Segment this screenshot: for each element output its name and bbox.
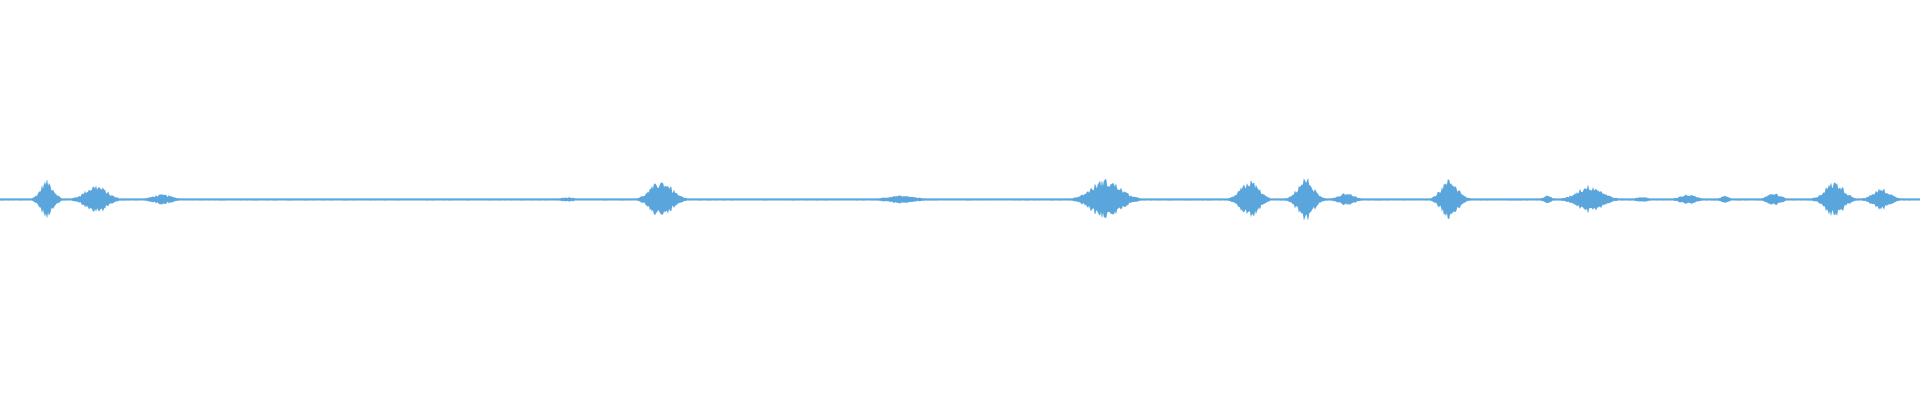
waveform-signal	[0, 178, 1920, 220]
